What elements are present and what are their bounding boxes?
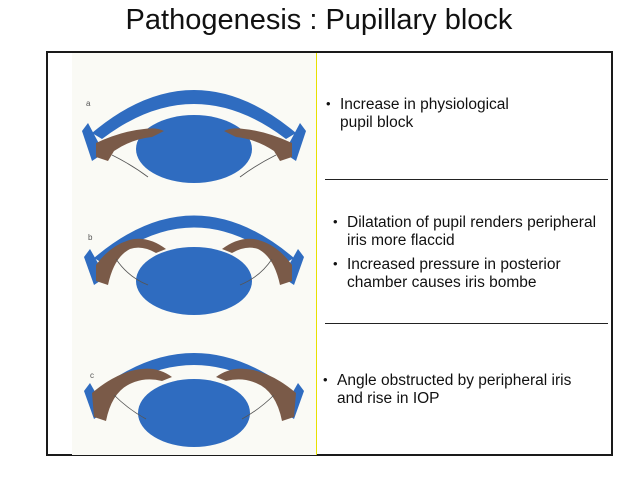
bullet-icon: • xyxy=(326,96,331,111)
panel-label-a: a xyxy=(86,99,91,108)
point-1-text: Increase in physiological pupil block xyxy=(340,96,509,131)
eye-diagram-c xyxy=(84,353,304,447)
point-4-text: Angle obstructed by peripheral iris and … xyxy=(337,372,572,407)
eye-diagram-a xyxy=(81,89,307,184)
point-3-text: Increased pressure in posterior chamber … xyxy=(347,256,561,291)
bullet-icon: • xyxy=(333,214,338,229)
separator-line-2 xyxy=(325,323,608,324)
panel-label-b: b xyxy=(88,233,93,242)
point-4: • Angle obstructed by peripheral iris an… xyxy=(323,372,608,408)
separator-line-1 xyxy=(325,179,608,180)
bullet-icon: • xyxy=(333,256,338,271)
point-2-text: Dilatation of pupil renders peripheral i… xyxy=(347,214,597,249)
point-3: • Increased pressure in posterior chambe… xyxy=(333,256,613,292)
eye-diagram-b xyxy=(84,215,304,315)
point-2: • Dilatation of pupil renders peripheral… xyxy=(333,214,633,250)
slide-title: Pathogenesis : Pupillary block xyxy=(125,4,513,36)
eye-diagram-panel: a b c xyxy=(72,53,316,455)
bullet-icon: • xyxy=(323,372,328,387)
point-1: • Increase in physiological pupil block xyxy=(326,96,606,132)
panel-label-c: c xyxy=(90,371,94,380)
eye-diagram xyxy=(81,89,307,447)
vertical-divider xyxy=(316,53,317,455)
